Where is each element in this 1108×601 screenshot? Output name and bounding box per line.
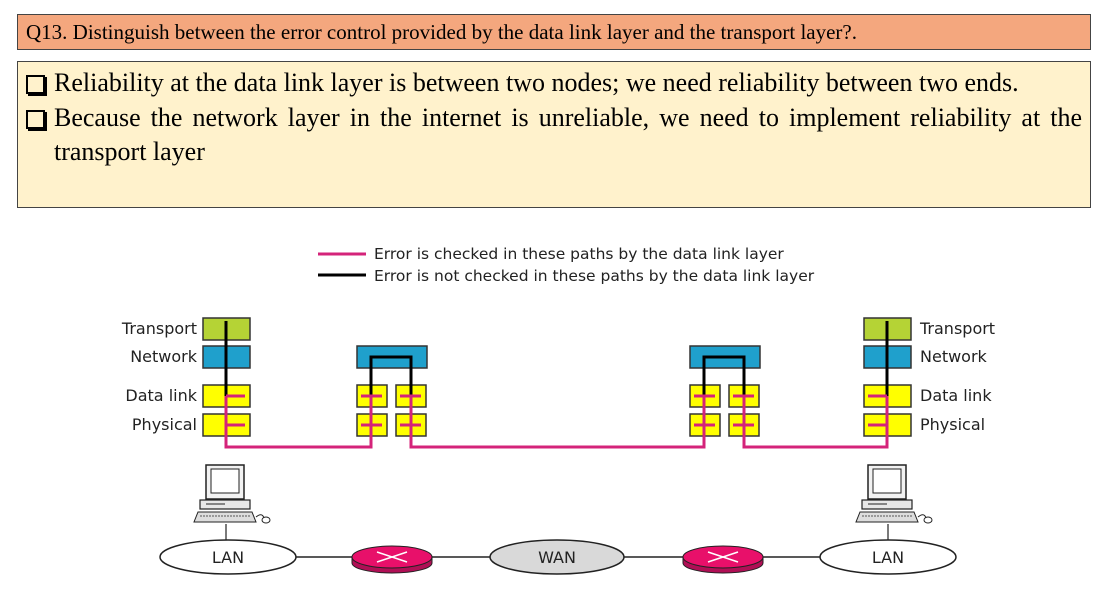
legend-unchecked-label: Error is not checked in these paths by t… bbox=[374, 267, 815, 285]
datalink-label: Data link bbox=[920, 386, 992, 405]
datalink-label: Data link bbox=[125, 386, 197, 405]
router2-stack bbox=[689, 345, 761, 437]
checkbox-bullet-icon bbox=[26, 109, 45, 129]
lan-left-label: LAN bbox=[212, 548, 244, 567]
router2-icon bbox=[682, 545, 764, 574]
network-label: Network bbox=[920, 347, 988, 366]
wan-ellipse bbox=[489, 539, 625, 575]
left-host-stack: Transport Network Data link Physical bbox=[121, 317, 251, 437]
physical-label: Physical bbox=[920, 415, 985, 434]
legend-checked-label: Error is checked in these paths by the d… bbox=[374, 245, 784, 263]
lan-right-label: LAN bbox=[872, 548, 904, 567]
transport-label: Transport bbox=[919, 319, 995, 338]
transport-label: Transport bbox=[121, 319, 197, 338]
unchecked-paths bbox=[224, 321, 889, 396]
answer-box: Reliability at the data link layer is be… bbox=[17, 61, 1091, 208]
network-label: Network bbox=[130, 347, 198, 366]
router1-stack bbox=[356, 345, 428, 437]
bullet-text: Reliability at the data link layer is be… bbox=[54, 68, 1019, 97]
router1-icon bbox=[351, 545, 433, 574]
legend: Error is checked in these paths by the d… bbox=[318, 245, 815, 285]
lan-left-ellipse bbox=[159, 539, 297, 575]
checkbox-bullet-icon bbox=[26, 75, 45, 94]
question-text: Q13. Distinguish between the error contr… bbox=[26, 20, 857, 44]
question-banner: Q13. Distinguish between the error contr… bbox=[17, 14, 1091, 50]
checked-paths bbox=[224, 394, 889, 449]
bullet-text: Because the network layer in the interne… bbox=[54, 102, 1082, 167]
bullet-item: Reliability at the data link layer is be… bbox=[26, 66, 1082, 101]
right-computer-icon bbox=[855, 464, 933, 545]
physical-label: Physical bbox=[132, 415, 197, 434]
wan-label: WAN bbox=[538, 548, 576, 567]
lan-right-ellipse bbox=[819, 539, 957, 575]
left-computer-icon bbox=[193, 464, 271, 545]
right-host-stack: Transport Network Data link Physical bbox=[863, 317, 995, 437]
bullet-item: Because the network layer in the interne… bbox=[26, 101, 1082, 170]
